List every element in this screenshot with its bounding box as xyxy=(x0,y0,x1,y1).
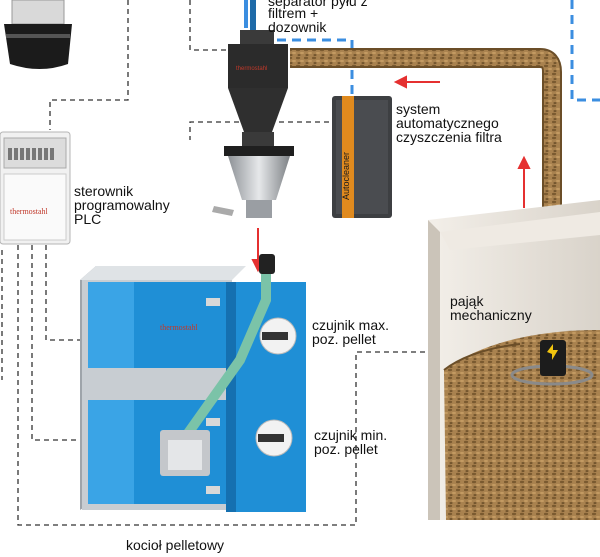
min-sensor-label-line2: poz. pellet xyxy=(314,441,378,457)
autocleaner-unit: Autocleaner xyxy=(332,96,392,218)
max-sensor-label-line1: czujnik max. xyxy=(312,317,390,333)
cyclone-separator: thermostahl xyxy=(212,0,294,218)
plc-label-line2: programowalny xyxy=(74,197,170,213)
boiler-label: kocioł pelletowy xyxy=(126,537,225,553)
system-label-line2: automatycznego xyxy=(396,115,499,131)
vacuum-unit xyxy=(4,0,72,69)
max-sensor-label-line2: poz. pellet xyxy=(312,331,376,347)
cleaner-logo: Autocleaner xyxy=(341,152,351,200)
system-label-line3: czyszczenia filtra xyxy=(396,129,502,145)
system-label-line1: system xyxy=(396,101,441,117)
plc-controller: thermostahl xyxy=(0,131,71,245)
separator-label-line1: separator pyłu z xyxy=(268,0,368,9)
boiler-logo: thermostahl xyxy=(160,323,199,332)
pellet-storage xyxy=(428,200,600,520)
svg-text:thermostahl: thermostahl xyxy=(236,66,267,72)
spider-label-line1: pająk xyxy=(450,293,484,309)
plc-label-line1: sterownik xyxy=(74,183,134,199)
spider-label-line2: mechaniczny xyxy=(450,307,532,323)
separator-label-line2: filtrem + xyxy=(268,5,319,21)
plc-logo: thermostahl xyxy=(10,207,49,216)
pellet-boiler: thermostahl xyxy=(80,254,306,512)
pellet-pipe xyxy=(290,48,562,330)
min-sensor-label-line1: czujnik min. xyxy=(314,427,388,443)
plc-label-line3: PLC xyxy=(74,211,102,227)
flow-arrows xyxy=(251,75,531,273)
air-lines xyxy=(262,0,600,102)
separator-label-line3: dozownik xyxy=(268,19,327,35)
